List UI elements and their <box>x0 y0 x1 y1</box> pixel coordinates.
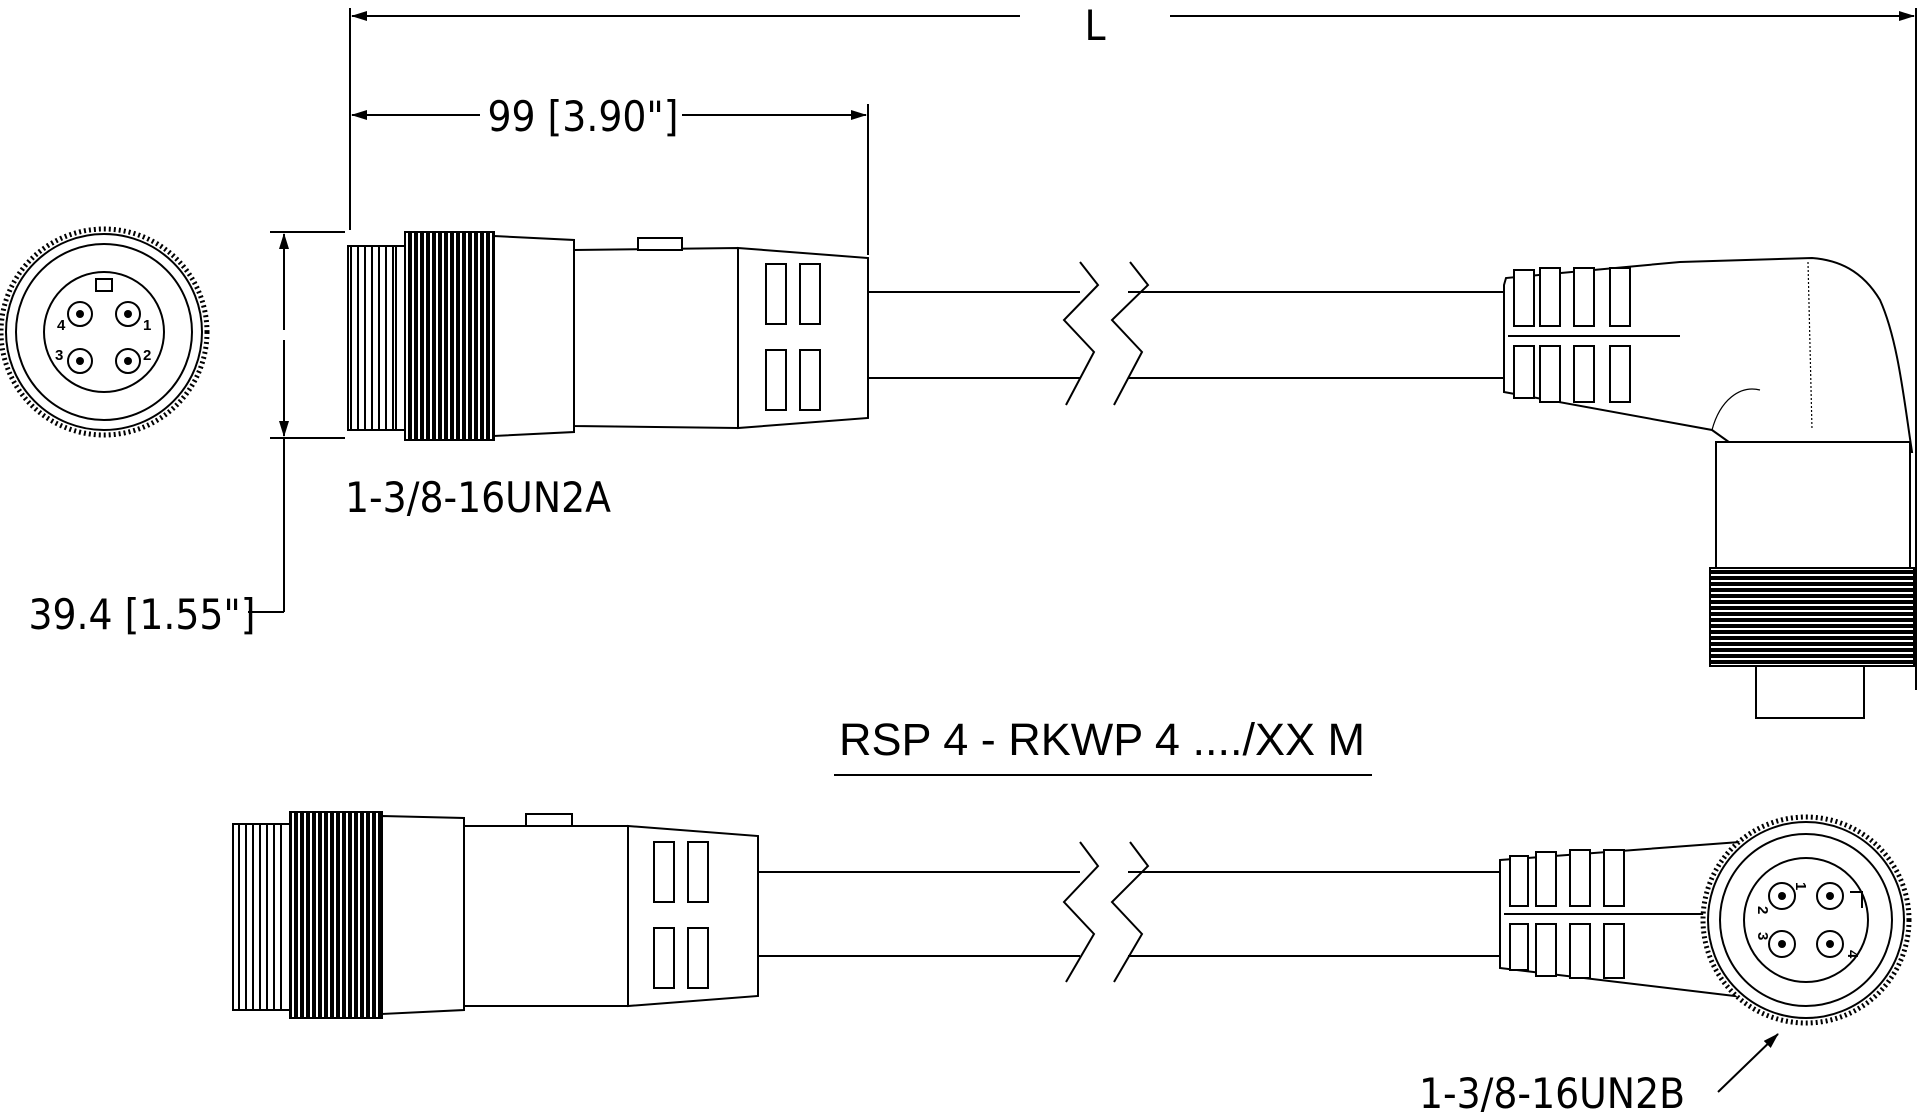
male-pin-2 <box>115 348 141 374</box>
connector-length-label: 99 [3.90"] <box>487 92 678 141</box>
female-pin-label-4: 4 <box>1844 950 1861 959</box>
female-thread-callout: 1-3/8-16UN2B <box>1419 1033 1779 1118</box>
female-pin-label-1: 1 <box>1792 882 1809 890</box>
male-pin-1 <box>115 301 141 327</box>
male-connector-face-view: 4 1 3 2 <box>0 226 210 438</box>
female-pin-label-3: 3 <box>1754 932 1771 940</box>
male-pin-label-1: 1 <box>143 317 151 334</box>
male-connector-side-view-top <box>347 231 869 441</box>
dimension-connector-length: 99 [3.90"] <box>351 92 869 255</box>
female-pin-label-2: 2 <box>1754 906 1771 914</box>
part-number-title: RSP 4 - RKWP 4 ..../XX M <box>839 714 1365 765</box>
female-right-angle-connector-top <box>1503 256 1915 719</box>
male-connector-side-view-bottom <box>232 811 759 1019</box>
connector-diameter-label: 39.4 [1.55"] <box>28 590 255 639</box>
dimension-overall-length: L <box>349 1 1917 690</box>
male-pin-3 <box>67 348 93 374</box>
cable-top <box>868 261 1504 406</box>
male-thread-label: 1-3/8-16UN2A <box>345 473 611 522</box>
female-right-angle-connector-bottom: 1 2 3 4 <box>1499 814 1912 1026</box>
male-pin-label-3: 3 <box>55 347 63 364</box>
overall-length-label: L <box>1084 1 1105 50</box>
dimension-connector-diameter: 39.4 [1.55"] <box>28 231 345 639</box>
female-thread-label: 1-3/8-16UN2B <box>1419 1069 1685 1113</box>
male-pin-label-2: 2 <box>143 347 151 364</box>
cable-bottom <box>758 841 1500 983</box>
male-pin-label-4: 4 <box>57 317 66 334</box>
male-pin-4 <box>67 301 93 327</box>
